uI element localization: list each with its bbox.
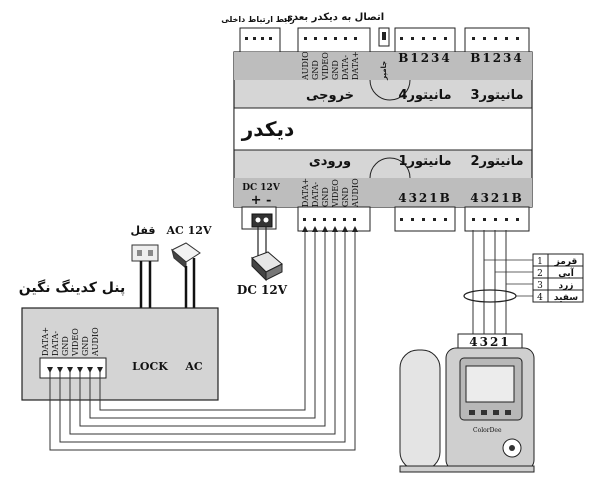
output-label: خروجی bbox=[306, 88, 354, 103]
panel-pin-label: AUDIO bbox=[91, 327, 100, 357]
decoder-bottom-pin-dots bbox=[303, 218, 519, 221]
panel-lock-label: LOCK bbox=[132, 360, 168, 373]
wire-color-table bbox=[484, 253, 584, 303]
dc-adapter-icon bbox=[251, 251, 283, 282]
monitor1-pin-labels: 4321B bbox=[398, 191, 452, 205]
ac-top-label: AC 12V bbox=[166, 224, 212, 237]
in-pin-label: GND bbox=[321, 187, 330, 207]
panel-pin-markers bbox=[47, 367, 103, 373]
color-table-color: زرد bbox=[559, 281, 574, 291]
jumper-label: جامپر bbox=[380, 61, 388, 81]
input-label: ورودی bbox=[309, 154, 351, 169]
out-pin-label: DATA- bbox=[341, 55, 350, 80]
panel-ac-label: AC bbox=[184, 360, 203, 373]
in-pin-label: DATA- bbox=[311, 182, 320, 207]
in-pin-label: VIDEO bbox=[331, 179, 340, 208]
in-pin-label: DATA+ bbox=[301, 178, 310, 207]
monitor-unit-pin-labels: 4321 bbox=[469, 335, 510, 349]
monitor-unit bbox=[399, 333, 535, 473]
panel-pin-label: DATA- bbox=[51, 331, 60, 356]
decoder-top-pin-dots bbox=[245, 32, 519, 40]
out-pin-label: AUDIO bbox=[301, 51, 310, 81]
decoder-dc-polarity: + - bbox=[251, 193, 272, 208]
label-next-decoder: اتصال به دیکدر بعدی bbox=[284, 12, 384, 23]
panel-pin-label: VIDEO bbox=[71, 328, 80, 357]
adapter-label: DC 12V bbox=[237, 283, 288, 297]
monitor2-pin-labels: 4321B bbox=[470, 191, 524, 205]
coding-panel-box bbox=[21, 307, 219, 401]
decoder-input-wire-stubs bbox=[302, 226, 358, 232]
out-pin-label: DATA+ bbox=[351, 51, 360, 80]
monitor1-label: مانیتور1 bbox=[398, 154, 451, 169]
monitor4-label: مانیتور4 bbox=[398, 88, 451, 103]
panel-pin-label: DATA+ bbox=[41, 327, 50, 356]
out-pin-label: GND bbox=[331, 60, 340, 80]
panel-title: پنل کدینگ نگین bbox=[19, 279, 125, 296]
decoder-dc-label: DC 12V bbox=[242, 183, 281, 193]
dc-power-cable bbox=[251, 213, 273, 256]
in-pin-label: GND bbox=[341, 187, 350, 207]
cable-bundle-ring bbox=[463, 289, 517, 303]
panel-pin-label: GND bbox=[61, 336, 70, 356]
in-pin-label: AUDIO bbox=[351, 178, 360, 208]
decoder-box bbox=[233, 27, 533, 232]
color-table-num: 3 bbox=[537, 281, 543, 291]
monitor-buttons bbox=[469, 410, 511, 415]
color-table-num: 4 bbox=[537, 293, 543, 303]
label-intercom-link: رابط ارتباط داخلی bbox=[221, 15, 295, 24]
color-table-color: قرمز bbox=[554, 257, 578, 267]
monitor4-pin-labels: B1234 bbox=[398, 51, 452, 65]
color-table-rows: 1 قرمز 2 آبی 3 زرد 4 سفید bbox=[537, 257, 578, 303]
color-table-num: 1 bbox=[537, 257, 543, 267]
monitor3-pin-labels: B1234 bbox=[470, 51, 524, 65]
monitor-cable-wires bbox=[472, 230, 507, 340]
decoder-output-pin-labels: AUDIO GND VIDEO GND DATA- DATA+ bbox=[301, 51, 360, 81]
decoder-title: دیکدر bbox=[241, 117, 294, 141]
decoder-input-pin-labels: DATA+ DATA- GND VIDEO GND AUDIO bbox=[301, 178, 360, 208]
monitor3-label: مانیتور3 bbox=[470, 88, 523, 103]
panel-to-decoder-wires bbox=[49, 228, 356, 451]
lock-top-label: قفل bbox=[131, 224, 156, 237]
color-table-num: 2 bbox=[537, 269, 543, 279]
panel-pin-label: GND bbox=[81, 336, 90, 356]
monitor2-label: مانیتور2 bbox=[470, 154, 523, 169]
out-pin-label: GND bbox=[311, 60, 320, 80]
monitor-brand: ColorDee bbox=[473, 427, 502, 434]
color-table-color: سفید bbox=[554, 293, 578, 303]
out-pin-label: VIDEO bbox=[321, 52, 330, 81]
color-table-color: آبی bbox=[558, 267, 574, 279]
panel-pin-labels: DATA+ DATA- GND VIDEO GND AUDIO bbox=[41, 327, 100, 357]
